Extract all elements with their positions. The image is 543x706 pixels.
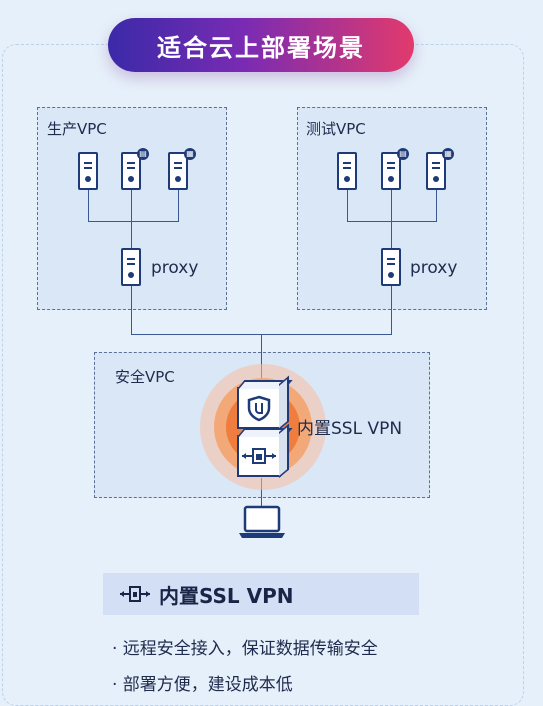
- feature-bullet: · 部署方便，建设成本低: [112, 675, 293, 695]
- database-badge-icon: ▤: [397, 148, 409, 160]
- connector-line: [88, 221, 179, 222]
- proxy-server-icon: [381, 248, 401, 286]
- document-badge-icon: ▦: [184, 148, 196, 160]
- server-icon: [337, 152, 357, 190]
- feature-title: 内置SSL VPN: [159, 583, 294, 608]
- production-vpc-label: 生产VPC: [47, 120, 107, 138]
- proxy-server-icon: [121, 248, 141, 286]
- connector-line: [347, 190, 348, 221]
- vpn-label: 内置SSL VPN: [297, 419, 403, 439]
- connector-line: [131, 190, 132, 250]
- vpn-feature-icon: [120, 586, 150, 602]
- server-icon: [78, 152, 98, 190]
- connector-line: [391, 286, 392, 334]
- server-icon: [426, 152, 446, 190]
- page-title-text: 适合云上部署场景: [157, 33, 365, 62]
- connector-line: [178, 190, 179, 221]
- vpn-appliance-icon: [237, 435, 281, 477]
- document-badge-icon: ▦: [442, 148, 454, 160]
- proxy-label: proxy: [410, 258, 458, 278]
- server-icon: [168, 152, 188, 190]
- page-title: 适合云上部署场景: [108, 18, 414, 72]
- test-vpc-label: 测试VPC: [306, 120, 366, 138]
- connector-line: [261, 334, 262, 382]
- connector-line: [88, 190, 89, 221]
- server-icon: [121, 152, 141, 190]
- connector-line: [261, 478, 262, 506]
- feature-header: 内置SSL VPN: [103, 573, 419, 615]
- firewall-appliance-icon: [237, 387, 281, 429]
- connector-line: [347, 221, 437, 222]
- feature-bullet: · 远程安全接入，保证数据传输安全: [112, 639, 378, 659]
- connector-line: [436, 190, 437, 221]
- security-vpc-label: 安全VPC: [115, 368, 175, 386]
- server-icon: [381, 152, 401, 190]
- shield-icon: [247, 395, 271, 422]
- laptop-icon: [239, 505, 285, 538]
- connector-line: [391, 190, 392, 250]
- connector-line: [131, 286, 132, 334]
- proxy-label: proxy: [151, 258, 199, 278]
- lock-arrows-icon: [242, 448, 276, 464]
- database-badge-icon: ▤: [137, 148, 149, 160]
